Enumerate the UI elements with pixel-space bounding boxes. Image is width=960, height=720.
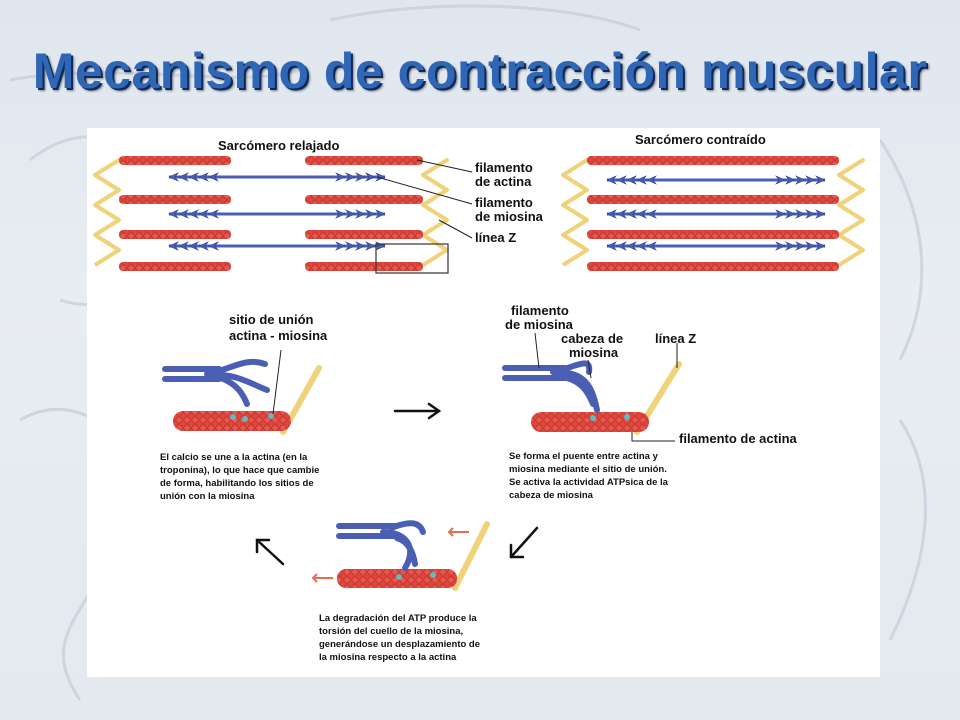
- arrow-right: [393, 402, 442, 420]
- z-line-label: línea Z: [475, 230, 517, 245]
- step1-illustration: [162, 349, 322, 435]
- arrow-down-left: [509, 526, 539, 559]
- step2-illustration: [502, 332, 682, 442]
- zoom-box: [375, 243, 449, 274]
- myosin-head-label-line1: cabeza de: [561, 331, 624, 346]
- actin-filament-label-line2: de actina: [475, 174, 532, 189]
- arrow-up-left: [255, 538, 285, 566]
- step3-caption: La degradación del ATP produce la torsió…: [319, 613, 481, 663]
- contracted-sarcomere: [561, 156, 865, 271]
- contracted-sarcomere-label: Sarcómero contraído: [635, 132, 766, 147]
- actin-filament-label-line1: filamento: [475, 160, 533, 175]
- step2-myosin-label-line2: de miosina: [505, 317, 573, 332]
- step2-caption: Se forma el puente entre actina y miosin…: [509, 451, 668, 501]
- relaxed-actin-filaments: [119, 156, 423, 271]
- step2-actin-label: filamento de actina: [679, 431, 797, 446]
- contracted-z-lines: [561, 158, 865, 267]
- contracted-actin-filaments: [587, 156, 839, 271]
- myosin-filament-label-line1: filamento: [475, 195, 533, 210]
- slide-title: Mecanismo de contracción muscular: [32, 43, 928, 99]
- binding-site-label-line1: sitio de unión: [229, 312, 314, 327]
- muscle-contraction-diagram: [93, 156, 865, 591]
- step3-illustration: [311, 520, 490, 591]
- step2-z-line-label: línea Z: [655, 331, 697, 346]
- myosin-head-label-line2: miosina: [569, 345, 619, 360]
- diagram-panel: Sarcómero relajado Sarcómero contraído f…: [87, 128, 880, 677]
- relaxed-leader-lines: [376, 159, 473, 239]
- myosin-filament-label-line2: de miosina: [475, 209, 543, 224]
- step2-myosin-label-line1: filamento: [511, 303, 569, 318]
- step1-caption: El calcio se une a la actina (en la trop…: [160, 452, 320, 502]
- relaxed-sarcomere: [93, 156, 473, 274]
- relaxed-sarcomere-label: Sarcómero relajado: [218, 138, 340, 153]
- binding-site-label-line2: actina - miosina: [229, 328, 328, 343]
